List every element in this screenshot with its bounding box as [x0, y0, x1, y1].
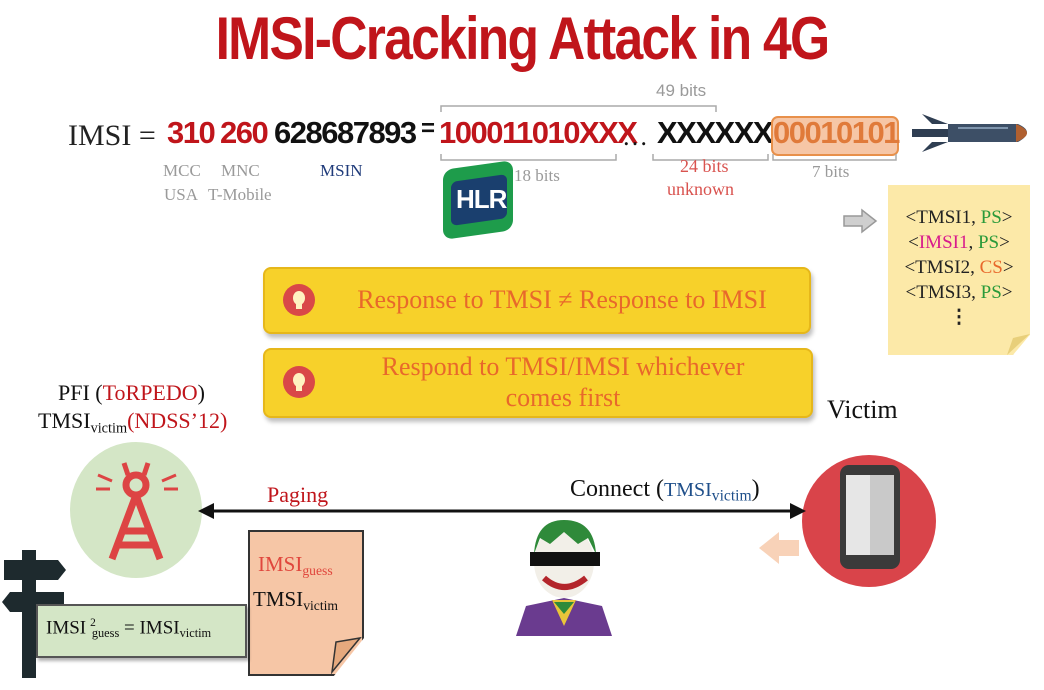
bracket-7-bits [772, 154, 897, 161]
document-fold [330, 636, 362, 674]
bit-brackets [440, 105, 897, 161]
insight-box-2: Respond to TMSI/IMSI whichever comes fir… [263, 348, 813, 418]
imsi-label: IMSI = [68, 119, 156, 152]
note-row-5: ⋮ [949, 307, 969, 328]
joker-icon [516, 520, 612, 636]
lightbulb-icon [283, 366, 315, 398]
imsi-guess-label: IMSIguess [258, 552, 333, 579]
bits-24-label: 24 bits [680, 156, 729, 176]
note-row-4: <TMSI3, PS> [905, 282, 1013, 303]
tmsi-table-note [888, 185, 1030, 355]
cell-tower-icon [96, 462, 178, 561]
arrow-right-icon [843, 208, 878, 234]
note-row-3: <TMSI2, CS> [904, 257, 1014, 278]
bracket-18-bits [440, 154, 617, 161]
tmsi-victim-label: TMSIvictim(NDSS’12) [38, 408, 228, 437]
bits-7-label: 7 bits [812, 162, 850, 181]
msin-label: MSIN [320, 161, 363, 180]
note-row-1: <TMSI1, PS> [905, 207, 1013, 228]
ellipsis: … [622, 122, 648, 151]
bracket-49-bits [440, 105, 717, 112]
insight-box-1: Response to TMSI ≠ Response to IMSI [263, 267, 811, 334]
last-bits: 00010101 [773, 115, 900, 150]
phone-icon [840, 465, 900, 569]
connect-label: Connect (TMSIvictim) [570, 476, 760, 505]
mnc-label: MNC [221, 161, 260, 180]
victim-label: Victim [827, 395, 898, 424]
unknown-label: unknown [667, 179, 734, 199]
tmsi-victim-doc-label: TMSIvictim [253, 587, 339, 614]
known-bits: 100011010XXX [439, 115, 638, 150]
msin-value: 628687893 [274, 115, 417, 150]
usa-label: USA [164, 185, 199, 204]
bracket-24-bits [652, 154, 769, 161]
unknown-bits: XXXXXXX [657, 115, 793, 150]
mcc-value: 310 [167, 115, 216, 150]
paging-label: Paging [267, 482, 329, 507]
paging-arrow [198, 503, 806, 519]
equals-sign: = [421, 115, 435, 142]
pfi-label: PFI (ToRPEDO) [58, 380, 205, 405]
slide-title: IMSI-Cracking Attack in 4G [215, 5, 831, 72]
lightbulb-icon [283, 284, 315, 316]
arrow-left-icon [759, 532, 799, 564]
insight-text-2b: comes first [505, 383, 621, 412]
total-bits-label: 49 bits [656, 81, 707, 100]
mcc-label: MCC [163, 161, 201, 180]
note-row-2: <IMSI1, PS> [908, 232, 1010, 253]
hlr-text: HLR [456, 184, 507, 214]
tmobile-label: T-Mobile [208, 185, 272, 204]
bits-18-label: 18 bits [514, 166, 560, 185]
missile-icon [912, 114, 1027, 152]
attacker-tower-circle [70, 442, 202, 578]
mnc-value: 260 [220, 115, 269, 150]
note-fold [1007, 334, 1030, 355]
imsi-equation-box [36, 604, 247, 658]
signpost-icon [2, 550, 66, 678]
note-content: <TMSI1, PS> <IMSI1, PS> <TMSI2, CS> <TMS… [888, 205, 1030, 330]
insight-text-2a: Respond to TMSI/IMSI whichever [381, 352, 745, 381]
last-bits-box [771, 116, 899, 156]
insight-text-1: Response to TMSI ≠ Response to IMSI [357, 285, 767, 314]
